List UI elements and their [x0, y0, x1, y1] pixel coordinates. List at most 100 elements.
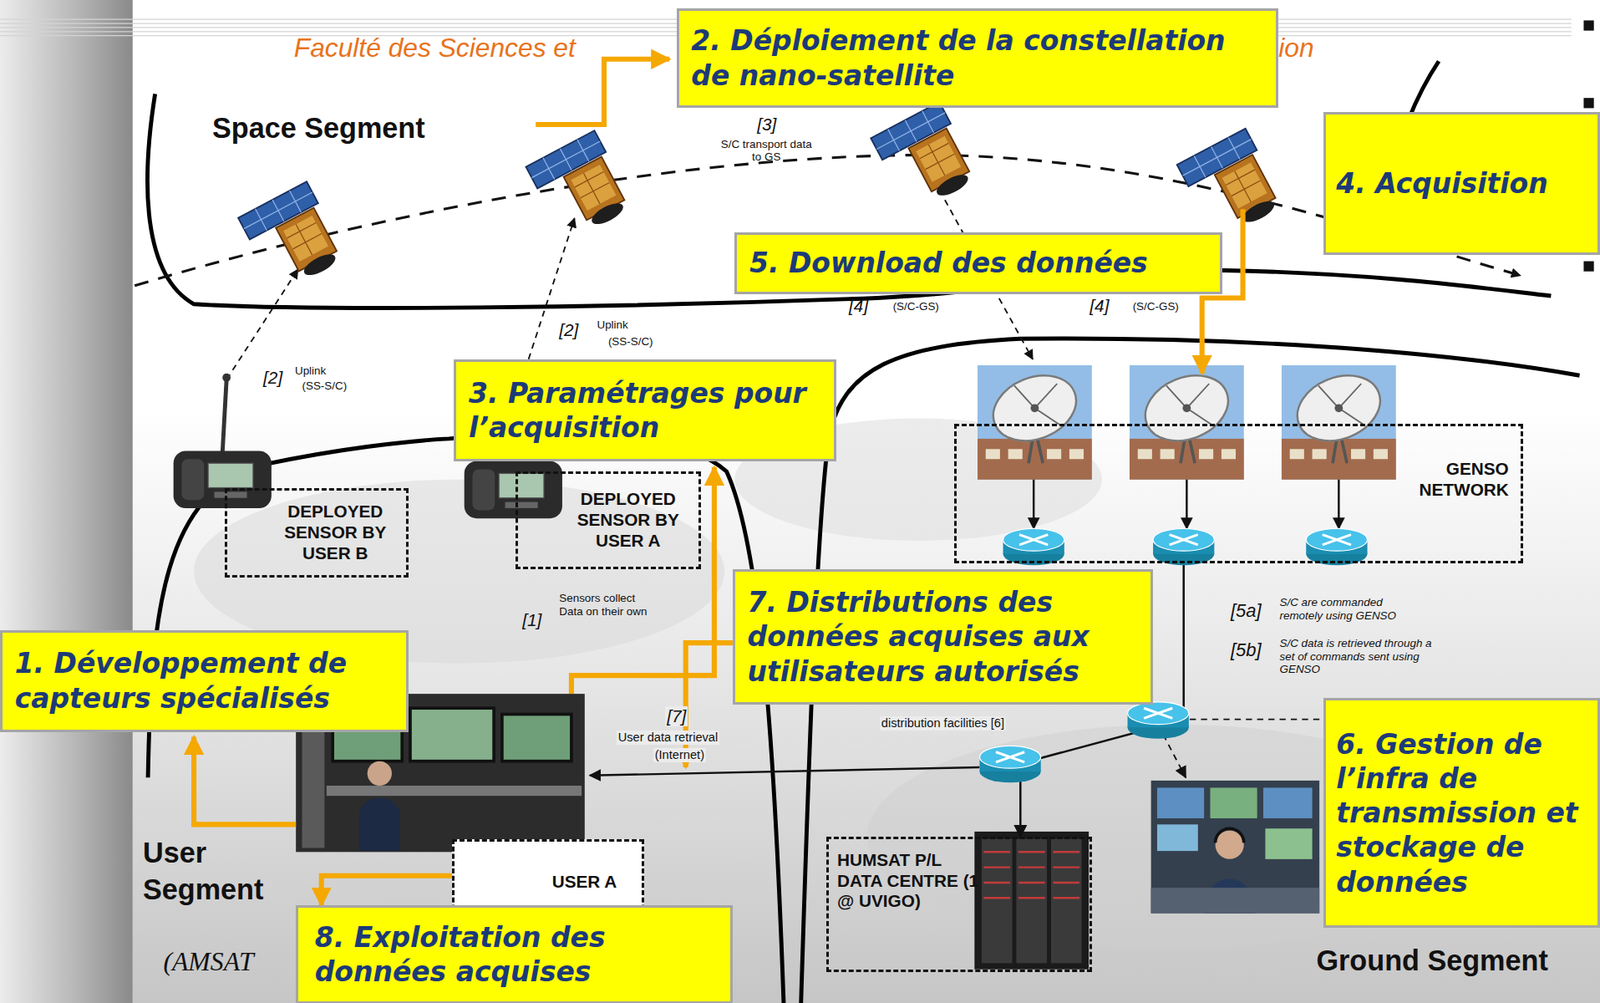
callout-text: 8. Exploitation des données acquises [314, 919, 715, 989]
network-wire-dashed [1163, 734, 1186, 778]
label: [3] [756, 114, 777, 135]
nano-satellite [870, 101, 981, 215]
label: (SS-S/C) [302, 379, 348, 392]
label: [5a] [1230, 599, 1262, 621]
user-workstation-photo [367, 761, 392, 786]
label: [7] [665, 706, 688, 727]
nano-satellite [238, 181, 348, 295]
network-wire [589, 766, 981, 776]
dashed-box: GENSO NETWORK [954, 423, 1524, 564]
radio-link [226, 269, 298, 380]
network-wire [1337, 479, 1340, 529]
user-workstation-photo [326, 785, 582, 796]
box-label: HUMSAT P/L DATA CENTRE (1 @ UVIGO) [837, 849, 981, 913]
server-photo [974, 831, 1089, 970]
label: (SS-S/C) [608, 335, 654, 348]
corner-marker [1583, 20, 1594, 31]
side-strip [0, 0, 133, 1003]
label: User [142, 836, 207, 869]
box-label: DEPLOYED SENSOR BY USER B [273, 501, 398, 564]
callout-text: 3. Paramétrages pour l’acquisition [468, 375, 823, 445]
operations-room-photo [1264, 827, 1312, 859]
label: [4] [848, 295, 869, 316]
callout-box: 2. Déploiement de la constellation de na… [676, 8, 1280, 109]
label: [2] [263, 367, 283, 388]
network-wire [589, 479, 1339, 776]
server-photo [1051, 838, 1082, 963]
box-label: DEPLOYED SENSOR BY USER A [565, 488, 691, 552]
callout-leader [535, 59, 670, 125]
callout-box: 8. Exploitation des données acquises [295, 904, 733, 1003]
label: [2] [558, 320, 579, 341]
callout-text: 5. Download des données [749, 245, 1148, 280]
corner-marker [1583, 97, 1594, 108]
operations-room-photo [1157, 787, 1204, 818]
callout-text: 6. Gestion de l’infra de transmission et… [1335, 726, 1588, 900]
user-workstation-photo [502, 714, 572, 762]
operations-room-photo [1151, 780, 1321, 914]
label: Space Segment [212, 111, 426, 145]
operations-room-photo [1157, 823, 1199, 851]
user-workstation-photo [359, 797, 401, 851]
callout-box: 6. Gestion de l’infra de transmission et… [1323, 697, 1600, 928]
ground-antenna [1281, 363, 1397, 480]
label: (S/C-GS) [893, 299, 940, 313]
label: ion [1278, 32, 1314, 64]
label: [5b] [1230, 639, 1262, 661]
box-label: GENSO NETWORK [1398, 458, 1509, 501]
box-label: USER A [552, 871, 618, 893]
label: Segment [142, 873, 264, 906]
operations-room-photo [1209, 787, 1257, 818]
operations-room-photo [1151, 887, 1321, 914]
dashed-box: DEPLOYED SENSOR BY USER A [515, 471, 701, 569]
server-photo [1015, 838, 1047, 963]
label: Uplink [294, 364, 326, 377]
router-icon [1153, 528, 1214, 565]
callout-text: 2. Déploiement de la constellation de na… [690, 23, 1264, 92]
orbit-path [134, 154, 1521, 285]
label: distribution facilities [6] [879, 716, 1006, 731]
ground-antenna [977, 363, 1093, 480]
label: [4] [1089, 295, 1109, 316]
router-icon [1003, 528, 1065, 565]
callout-box: 3. Paramétrages pour l’acquisition [453, 359, 837, 462]
router-icon [1305, 528, 1367, 565]
network-wire [1185, 479, 1188, 529]
nano-satellite [525, 130, 635, 244]
callout-box: 1. Développement de capteurs spécialisés [0, 629, 409, 732]
corner-marker [1583, 261, 1594, 272]
callout-text: 1. Développement de capteurs spécialisés [15, 645, 394, 715]
callout-text: 7. Distributions des données acquises au… [747, 584, 1139, 689]
router-icon [979, 745, 1041, 783]
network-wire-dashed [1189, 718, 1323, 721]
server-photo [974, 831, 1089, 970]
network-wire [1032, 479, 1035, 529]
label: Faculté des Sciences et [294, 32, 576, 64]
label: Ground Segment [1315, 944, 1548, 977]
dashed-box: HUMSAT P/L DATA CENTRE (1 @ UVIGO) [826, 836, 1093, 971]
user-workstation-photo [410, 707, 494, 761]
label: S/C data is retrieved through a set of c… [1280, 636, 1442, 676]
label: (AMSAT [162, 946, 254, 978]
callout-box: 7. Distributions des données acquises au… [732, 568, 1154, 704]
label: User data retrieval [616, 730, 721, 745]
router-icon [1127, 701, 1189, 739]
server-photo [981, 838, 1013, 963]
callout-text: 4. Acquisition [1335, 166, 1548, 201]
callout-box: 5. Download des données [734, 232, 1223, 294]
connector [321, 875, 453, 905]
callout-leader [193, 736, 296, 824]
side-strip [0, 0, 133, 1003]
orbit-path [134, 154, 1521, 285]
label: (S/C-GS) [1132, 299, 1179, 313]
label: S/C transport data to GS [717, 137, 816, 164]
ground-antenna [1129, 363, 1245, 480]
label: (Internet) [653, 747, 707, 762]
operations-room-photo [1151, 780, 1321, 914]
label: Sensors collect Data on their own [558, 591, 653, 618]
label: Uplink [596, 318, 628, 331]
operations-room-photo [1215, 827, 1245, 843]
